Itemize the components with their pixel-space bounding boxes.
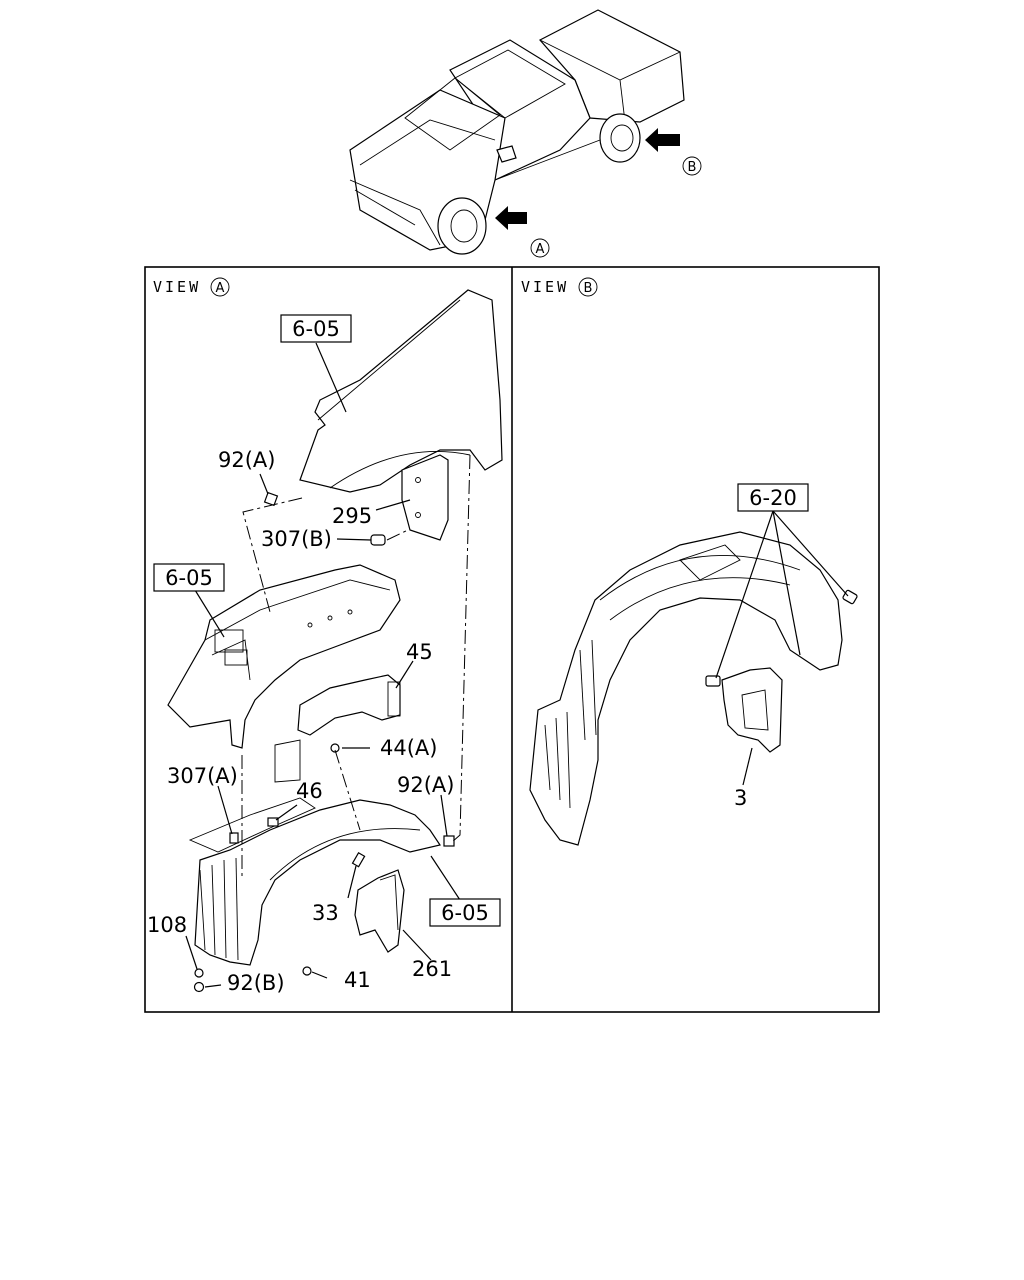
part-92a-upper: 92(A) <box>218 448 275 472</box>
fasteners-view-a <box>193 491 455 993</box>
ref-box-605-fender: 6-05 <box>280 314 352 343</box>
part-108: 108 <box>147 913 187 937</box>
part-92b: 92(B) <box>227 971 285 995</box>
view-a-pointer-arrow: A <box>495 206 550 258</box>
front-mud-flap <box>354 869 405 953</box>
part-3: 3 <box>734 786 747 810</box>
ref-605-liner-label: 6-05 <box>441 901 489 925</box>
part-46: 46 <box>296 779 323 803</box>
fender-apron <box>167 564 401 749</box>
ref-605-apron-label: 6-05 <box>165 566 213 590</box>
ref-box-605-liner: 6-05 <box>429 898 501 927</box>
fender-liner-seal <box>188 797 316 853</box>
leader-lines-view-a <box>185 342 461 988</box>
part-41: 41 <box>344 968 371 992</box>
ref-605-fender-label: 6-05 <box>292 317 340 341</box>
part-92a-right: 92(A) <box>397 773 454 797</box>
part-295: 295 <box>332 504 372 528</box>
arrow-a-marker: A <box>536 242 545 257</box>
ref-box-605-apron: 6-05 <box>153 563 225 592</box>
view-b-marker: B <box>584 281 593 296</box>
view-a-marker: A <box>216 281 225 296</box>
part-44a: 44(A) <box>380 736 437 760</box>
part-307a: 307(A) <box>167 764 238 788</box>
arrow-b-marker: B <box>688 160 697 175</box>
assembly-guide-lines <box>241 454 471 880</box>
view-b-pointer-arrow: B <box>645 128 702 176</box>
rear-mud-flap <box>721 667 783 753</box>
view-b-title: VIEW <box>521 278 569 296</box>
leader-lines-view-b <box>715 510 849 786</box>
view-b-header: VIEW B <box>521 277 598 297</box>
splash-shield <box>297 674 401 736</box>
part-33: 33 <box>312 901 339 925</box>
rear-fender-liner <box>529 531 843 846</box>
view-a-title: VIEW <box>153 278 201 296</box>
part-261: 261 <box>412 957 452 981</box>
ref-620-label: 6-20 <box>749 486 797 510</box>
front-fender-liner <box>194 799 441 966</box>
part-307b: 307(B) <box>261 527 332 551</box>
truck-illustration <box>349 9 685 255</box>
ref-box-620: 6-20 <box>737 483 809 512</box>
part-45: 45 <box>406 640 433 664</box>
view-a-header: VIEW A <box>153 277 230 297</box>
seal-plate <box>274 739 301 783</box>
fender-bracket <box>401 454 449 541</box>
